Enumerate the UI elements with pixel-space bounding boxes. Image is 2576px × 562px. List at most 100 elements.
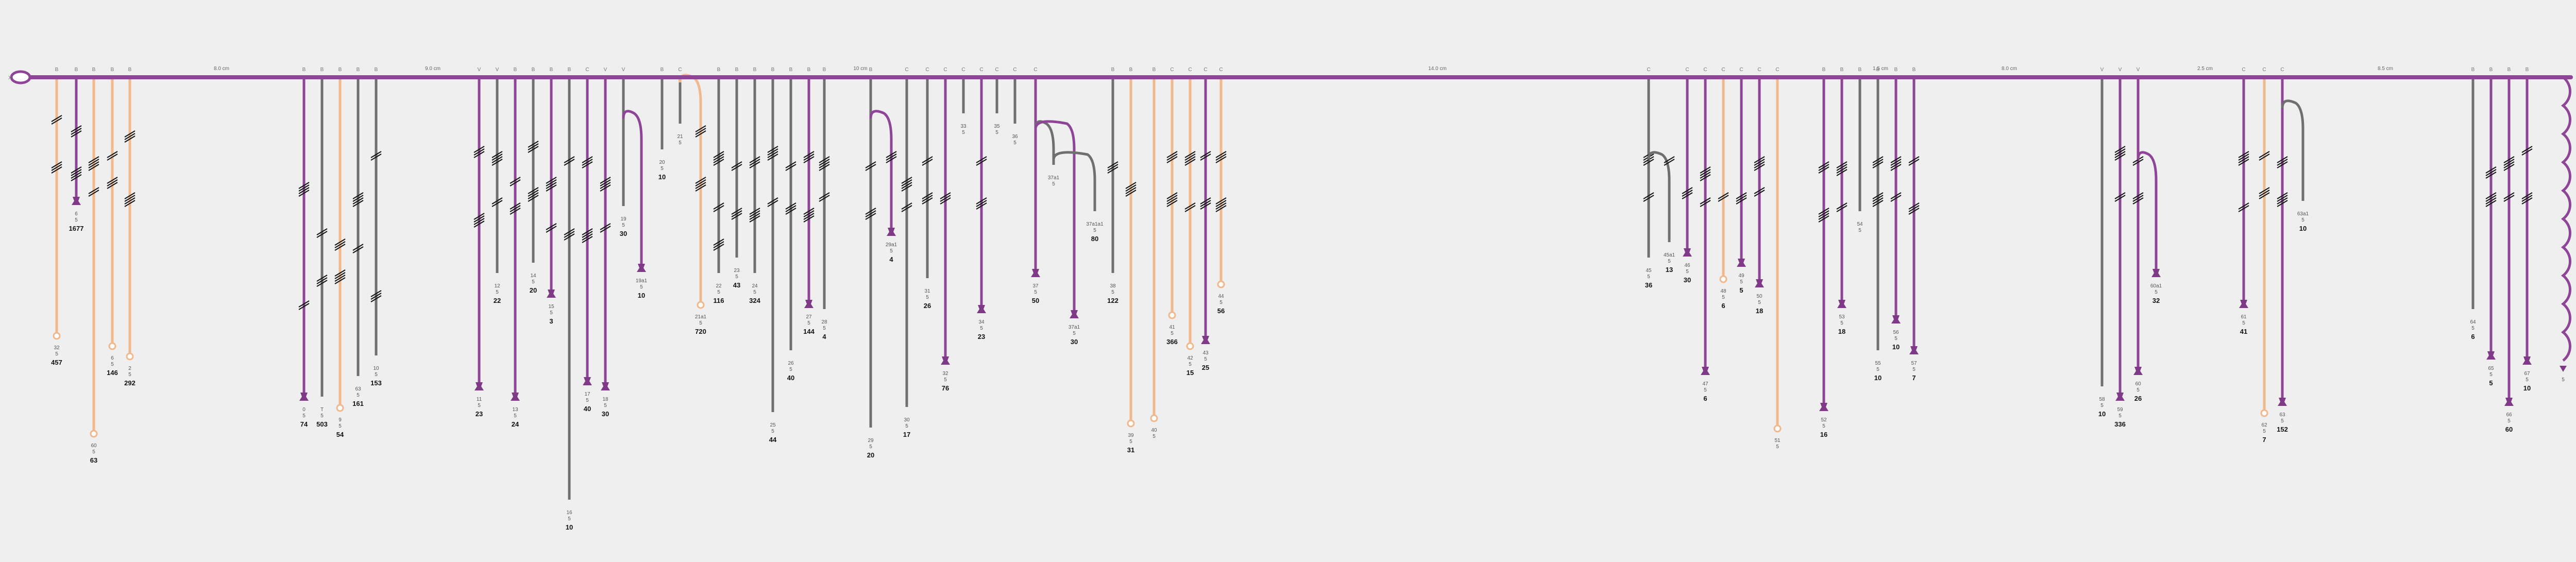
hatch-mark [695,177,706,192]
branch-label: 45a1 [1664,252,1675,258]
branch-label: 5 [1686,269,1689,275]
branch-tag: V [496,67,499,73]
tip-ring-icon [108,342,116,350]
branch-tag: B [1912,67,1916,73]
hatch-mark [316,228,328,238]
hatch-mark [713,202,724,212]
branch-label: 5 [789,367,792,372]
hatch-mark [2238,151,2249,166]
branch-tag: B [717,67,721,73]
branch-count: 23 [476,410,483,418]
tip-marker-icon [1909,346,1919,354]
hatch-mark [564,156,575,166]
branch-label: 37 [1032,283,1039,289]
branch-count: 16 [1820,431,1827,438]
branch-29a [869,110,897,236]
branch-label: 5 [622,223,625,228]
branch-label: 9 [338,417,342,423]
tip-marker-icon [2278,398,2287,406]
tip-marker-icon [1755,279,1764,287]
branch-label: 5 [532,279,535,285]
branch-count: 23 [978,333,985,340]
branch-label: 5 [55,351,58,357]
branch-7 [316,77,328,397]
branch-label: 19 [620,216,626,222]
tip-ring-icon [90,430,98,438]
tip-marker-icon [2133,367,2143,375]
branch-label: 5 [2100,403,2104,408]
branch-tag: C [961,67,965,73]
branch-30 [901,77,912,407]
hatch-mark [1908,202,1920,215]
hatch-mark [940,192,951,205]
hatch-mark [1890,156,1902,171]
tip-marker-icon [637,264,646,272]
branch-57 [1908,77,1920,354]
branch-tag: B [2507,67,2511,73]
hatch-mark [865,161,876,171]
branch-label: 5 [1153,434,1156,439]
hatch-mark [976,156,987,166]
tip-marker-icon [72,197,81,205]
hatch-mark [473,146,485,158]
branch-31 [922,77,933,278]
branch-label: 14 [530,273,536,279]
tip-ring-icon [53,332,61,340]
hatch-mark [1664,156,1675,166]
branch-label: 5 [1912,367,1916,372]
branch-43 [1200,77,1211,344]
hatch-mark [473,213,485,228]
hatch-mark [492,197,503,207]
branch-label: 24 [752,283,758,289]
hatch-mark [2485,166,2497,179]
branch-59 [2114,77,2126,401]
branch-label: 5 [1876,367,1879,372]
branch-tag: B [1876,67,1880,73]
branch-14 [528,77,539,263]
branch-tag: B [75,67,78,73]
branch-32 [940,77,951,365]
hatch-mark [546,223,557,233]
branch-label: 62 [2261,422,2267,428]
branch-label: 47 [1702,381,1708,387]
hatch-mark [51,161,62,174]
branch-label: 5 [586,398,589,403]
branch-count: 30 [1684,276,1691,284]
hatch-mark [88,156,99,171]
branch-count: 54 [336,431,344,438]
root-symbol: X [8,75,12,81]
branch-tag: C [585,67,589,73]
branch-label: 20 [659,160,665,165]
branch-39 [1125,77,1137,428]
branch-label: 43 [1202,350,1209,356]
branch-label: 5 [1189,362,1192,367]
branch-label: 11 [477,397,482,402]
branch-label: 5 [1093,228,1096,233]
branch-count: 153 [370,379,382,387]
branch-count: 336 [2114,420,2126,428]
branch-count: 10 [638,292,645,299]
branch-label: 61 [2241,314,2247,320]
branch-label: 12 [494,283,500,289]
branch-count: 3 [549,317,553,325]
branch-label: 5 [2119,413,2122,419]
branch-tag: C [1033,67,1037,73]
branch-label: 5 [302,413,306,419]
branch-12 [492,77,503,273]
branch-label: 56 [1893,330,1899,335]
tip-marker-icon [1701,367,1710,375]
branch-label: 26 [788,361,794,366]
tip-marker-icon [1837,300,1846,308]
branch-tag: B [320,67,324,73]
hatch-mark [528,141,539,153]
branch-tag: C [1739,67,1743,73]
branch-41 [1166,77,1178,319]
branch-21a [679,74,706,309]
hatch-mark [88,187,99,197]
branch-16 [564,77,575,500]
branch-end [2560,76,2571,372]
branch-label: 5 [807,320,810,326]
tip-ring-icon [126,352,134,361]
branch-53 [1836,77,1848,308]
branch-count: 30 [1071,338,1078,346]
